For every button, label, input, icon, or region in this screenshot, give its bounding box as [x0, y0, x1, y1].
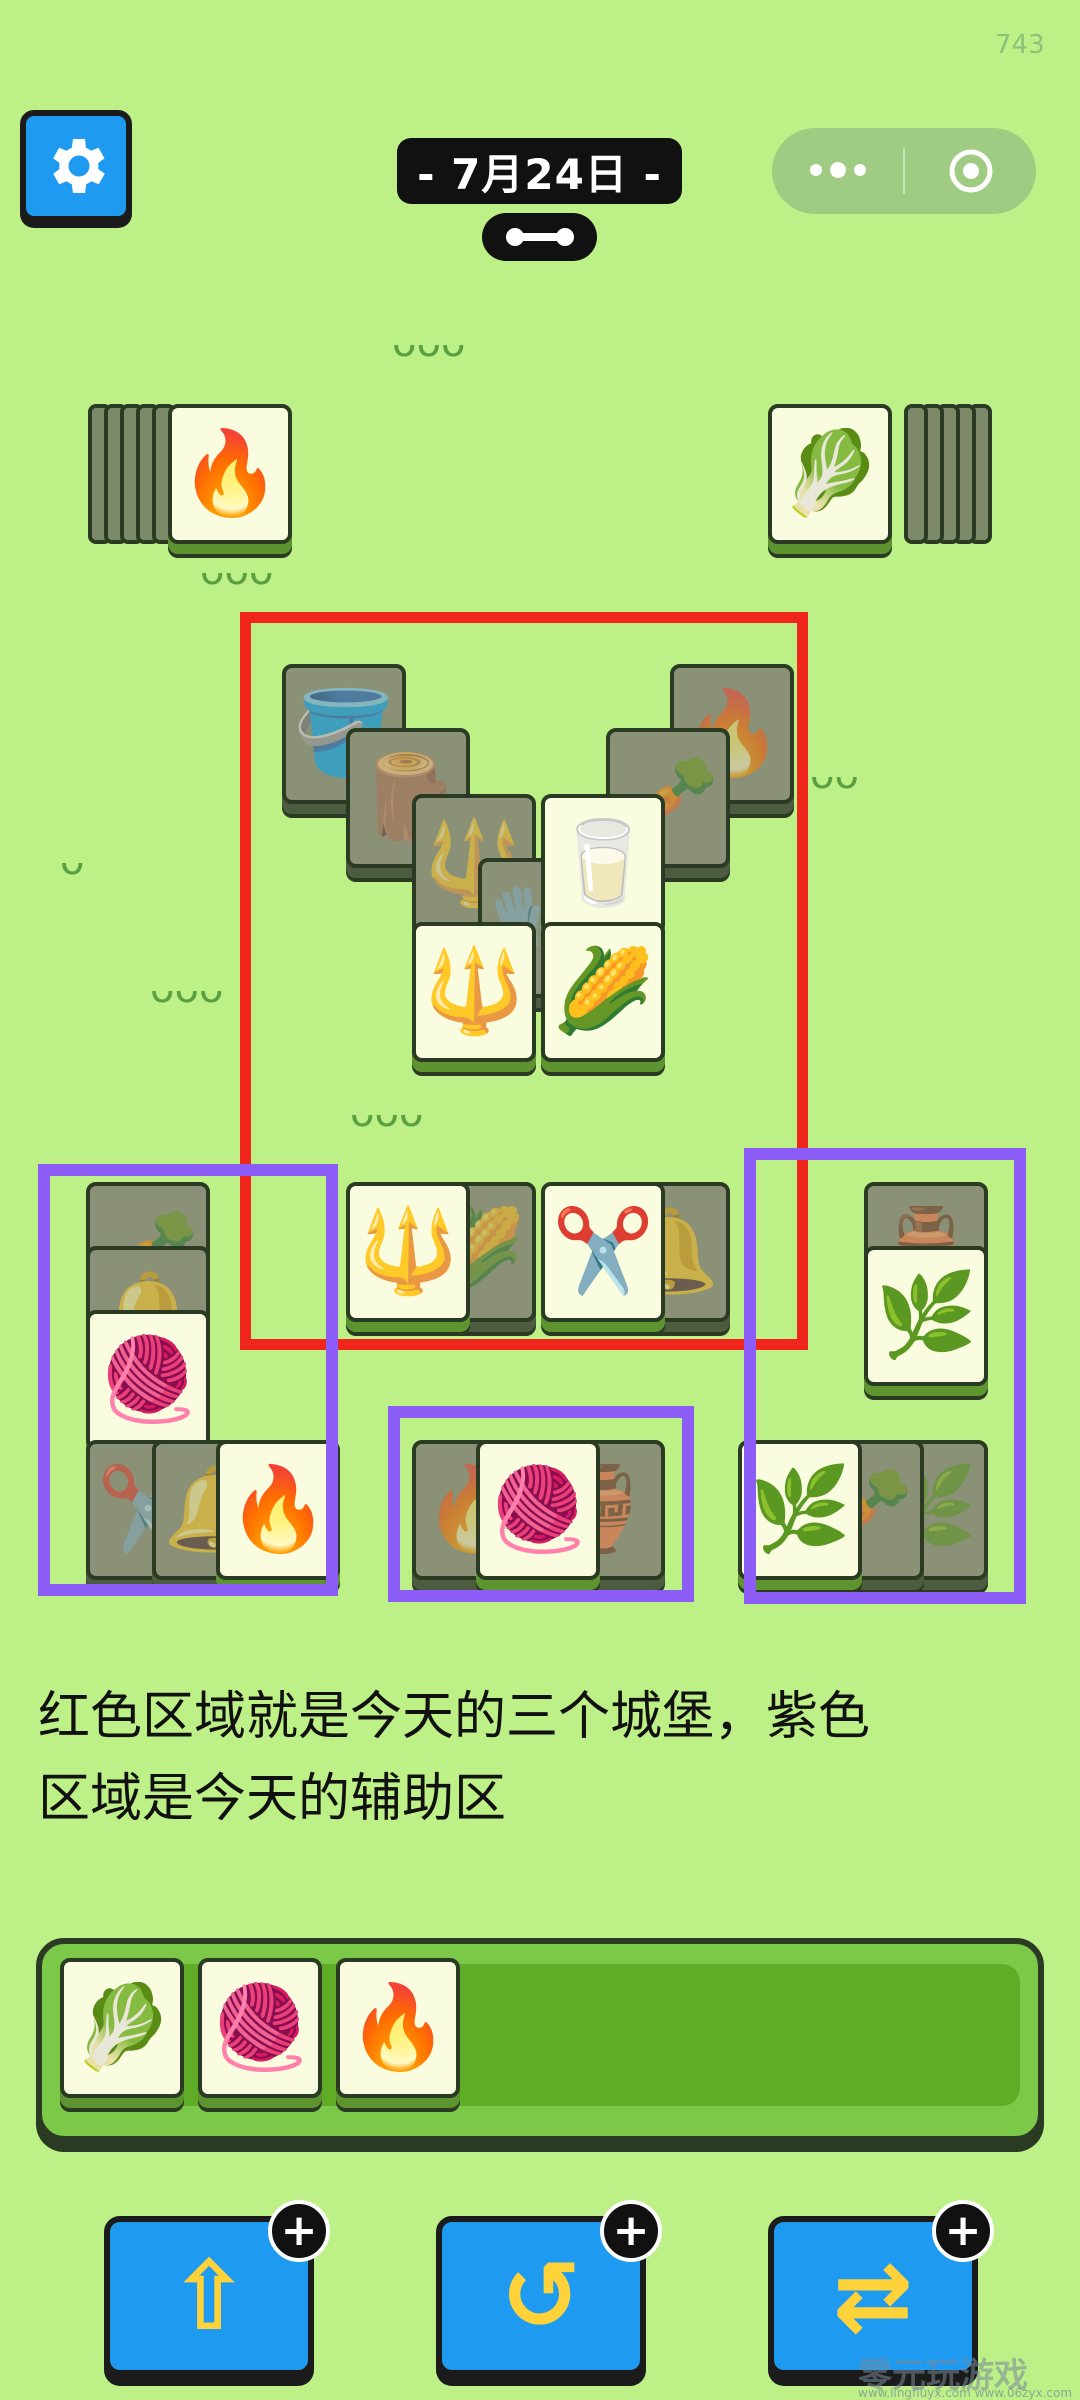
undo-button[interactable]: ↺ + [436, 2200, 662, 2376]
guide-caption: 红色区域就是今天的三个城堡，紫色 区域是今天的辅助区 [38, 1676, 1038, 1840]
tile-fire[interactable]: 🔥 [168, 404, 292, 544]
plus-badge[interactable]: + [600, 2200, 662, 2262]
tile-cabbage[interactable]: 🥬 [768, 404, 892, 544]
move-out-button[interactable]: ⇧ + [104, 2200, 330, 2376]
grass-decoration: ᴗᴗᴗ [392, 320, 466, 366]
grass-decoration: ᴗᴗ [810, 752, 859, 798]
link-badge [482, 213, 597, 261]
tile-grass[interactable]: 🌿 [864, 1246, 988, 1386]
caption-line-1: 红色区域就是今天的三个城堡，紫色 [38, 1687, 871, 1747]
shuffle-icon: ⇄ [832, 2240, 914, 2352]
tile-corn[interactable]: 🌽 [541, 922, 665, 1062]
mini-program-capsule [772, 128, 1036, 214]
helper-highlight-box-right [744, 1148, 1026, 1604]
grass-decoration: ᴗ [60, 838, 85, 884]
tile-tray: 🥬 🧶 🔥 [36, 1938, 1044, 2142]
tray-tile-cabbage: 🥬 [60, 1958, 184, 2098]
tile-fork[interactable]: 🔱 [346, 1182, 470, 1322]
target-close-icon [949, 149, 992, 193]
more-button[interactable] [772, 128, 903, 214]
settings-button[interactable] [20, 110, 132, 222]
tray-tile-fire: 🔥 [336, 1958, 460, 2098]
stack-edge [904, 404, 928, 544]
caption-line-2: 区域是今天的辅助区 [38, 1769, 507, 1829]
date-label: - 7月24日 - [397, 138, 682, 204]
tile-milk[interactable]: 🥛 [541, 794, 665, 934]
tile-scissors[interactable]: ✂️ [541, 1182, 665, 1322]
watermark: 零元玩游戏 [858, 2356, 1028, 2396]
plus-badge[interactable]: + [932, 2200, 994, 2262]
tile-fork[interactable]: 🔱 [412, 922, 536, 1062]
grass-decoration: ᴗᴗᴗ [200, 548, 274, 594]
helper-highlight-box-left [38, 1164, 338, 1596]
grass-decoration: ᴗᴗᴗ [350, 1090, 424, 1136]
tile-grass[interactable]: 🌿 [738, 1440, 862, 1580]
shuffle-button[interactable]: ⇄ + [768, 2200, 994, 2376]
gear-icon [53, 139, 105, 193]
more-dots-icon [809, 162, 866, 178]
tile-fire: 🔥 [670, 664, 794, 804]
plus-badge[interactable]: + [268, 2200, 330, 2262]
move-out-icon: ⇧ [168, 2240, 250, 2352]
tile-yarn[interactable]: 🧶 [86, 1310, 210, 1450]
castle-highlight-box [240, 612, 808, 1350]
undo-icon: ↺ [500, 2240, 582, 2352]
watermark-url: www.lingfluyx.com www.06zyx.com [858, 2386, 1073, 2400]
grass-decoration: ᴗᴗᴗ [150, 966, 224, 1012]
tray-tile-yarn: 🧶 [198, 1958, 322, 2098]
close-mini-program-button[interactable] [905, 128, 1036, 214]
link-icon [505, 228, 574, 246]
tile-fire[interactable]: 🔥 [216, 1440, 340, 1580]
tile-yarn[interactable]: 🧶 [476, 1440, 600, 1580]
helper-highlight-box-middle [388, 1406, 694, 1602]
level-counter: 743 [995, 30, 1045, 60]
